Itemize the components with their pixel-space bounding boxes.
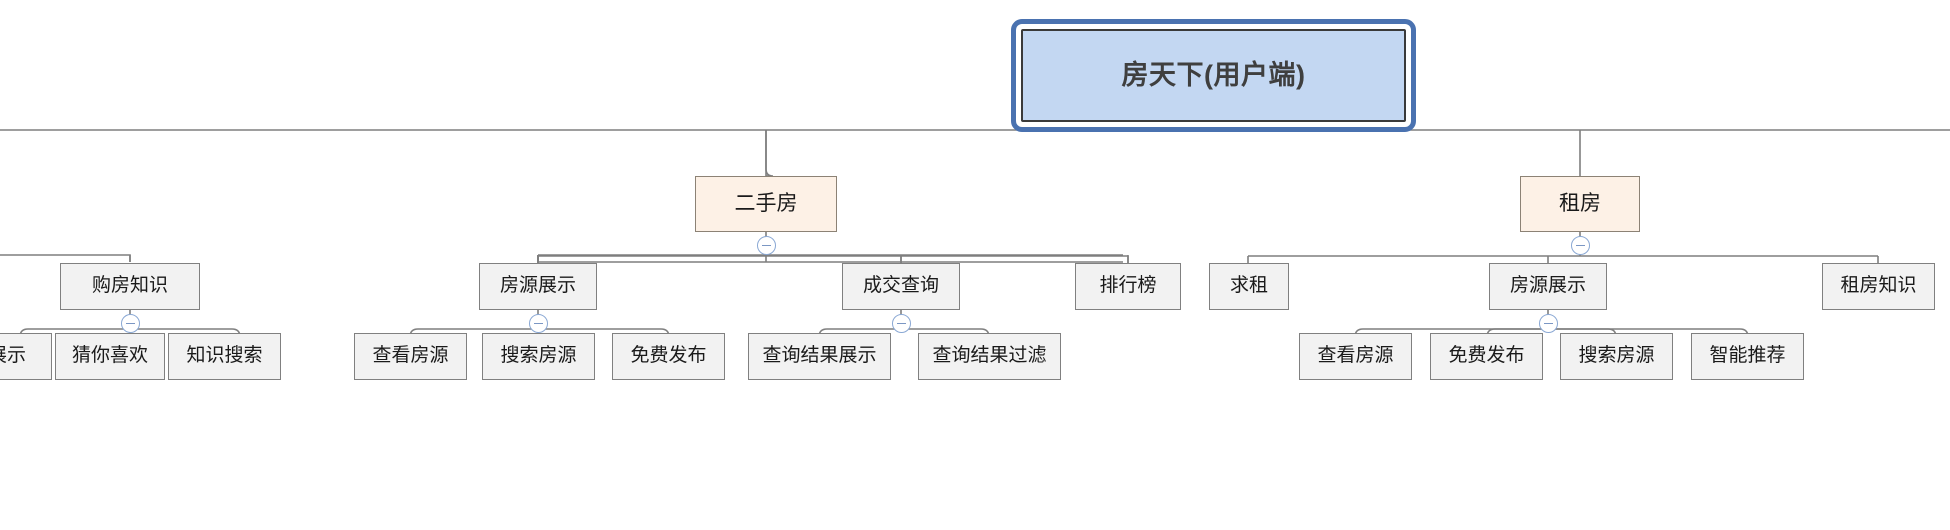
node-esf-paihangbang[interactable]: 排行榜 [1075,263,1181,310]
node-esf-chengjiaochaxun-label: 成交查询 [862,275,939,297]
node-ershoufang[interactable]: 二手房 [695,176,837,232]
node-esf-chengjiaochaxun[interactable]: 成交查询 [842,263,960,310]
node-goufangzhishi-label: 购房知识 [91,275,168,297]
node-zf-zhinengtuijian[interactable]: 智能推荐 [1691,333,1804,380]
node-zf-zhinengtuijian-label: 智能推荐 [1709,345,1786,367]
collapse-toggle-zf-fangyuanzhanshi[interactable] [1539,314,1558,333]
node-zf-suosuofangyuan-label: 搜索房源 [1578,345,1655,367]
node-zf-zufangzhishi[interactable]: 租房知识 [1822,263,1935,310]
node-zf-zufangzhishi-label: 租房知识 [1840,275,1917,297]
node-goufangzhishi[interactable]: 购房知识 [60,263,200,310]
root-node-label: 房天下(用户端) [1121,59,1306,90]
collapse-toggle-zufang[interactable] [1571,236,1590,255]
node-esf-chaxunjieguozhanshi-label: 查询结果展示 [762,345,877,367]
node-zhanshi-clipped[interactable]: 展示 [0,333,52,380]
node-zhishisousuo-label: 知识搜索 [186,345,263,367]
node-esf-fangyuanzhanshi[interactable]: 房源展示 [479,263,597,310]
collapse-toggle-ershoufang[interactable] [757,236,776,255]
node-zf-chakanfangyuan[interactable]: 查看房源 [1299,333,1412,380]
node-zf-suosuofangyuan[interactable]: 搜索房源 [1560,333,1673,380]
node-esf-suosuofangyuan-label: 搜索房源 [500,345,577,367]
node-esf-chaxunjieguoguolv[interactable]: 查询结果过滤 [918,333,1061,380]
node-cainixihuan-label: 猜你喜欢 [71,345,148,367]
node-zf-qiuzu-label: 求租 [1229,275,1268,297]
node-zf-fangyuanzhanshi-label: 房源展示 [1509,275,1586,297]
root-node-fangtianxia[interactable]: 房天下(用户端) [1021,29,1406,122]
node-ershoufang-label: 二手房 [734,192,798,216]
node-zf-fangyuanzhanshi[interactable]: 房源展示 [1489,263,1607,310]
node-zhishisousuo[interactable]: 知识搜索 [168,333,281,380]
node-esf-chaxunjieguoguolv-label: 查询结果过滤 [932,345,1047,367]
collapse-toggle-esf-fangyuanzhanshi[interactable] [529,314,548,333]
node-esf-suosuofangyuan[interactable]: 搜索房源 [482,333,595,380]
node-esf-mianfeifabu[interactable]: 免费发布 [612,333,725,380]
node-esf-fangyuanzhanshi-label: 房源展示 [499,275,576,297]
collapse-toggle-esf-chengjiaochaxun[interactable] [892,314,911,333]
node-esf-chakanfangyuan-label: 查看房源 [372,345,449,367]
node-zufang[interactable]: 租房 [1520,176,1640,232]
node-zf-qiuzu[interactable]: 求租 [1209,263,1289,310]
node-zhanshi-clipped-label: 展示 [0,345,26,367]
node-zf-mianfeifabu-label: 免费发布 [1448,345,1525,367]
node-esf-chakanfangyuan[interactable]: 查看房源 [354,333,467,380]
node-zf-mianfeifabu[interactable]: 免费发布 [1430,333,1543,380]
node-esf-chaxunjieguozhanshi[interactable]: 查询结果展示 [748,333,891,380]
node-cainixihuan[interactable]: 猜你喜欢 [55,333,165,380]
node-zf-chakanfangyuan-label: 查看房源 [1317,345,1394,367]
collapse-toggle-goufangzhishi[interactable] [121,314,140,333]
node-esf-mianfeifabu-label: 免费发布 [630,345,707,367]
node-esf-paihangbang-label: 排行榜 [1099,275,1157,297]
node-zufang-label: 租房 [1559,192,1601,216]
